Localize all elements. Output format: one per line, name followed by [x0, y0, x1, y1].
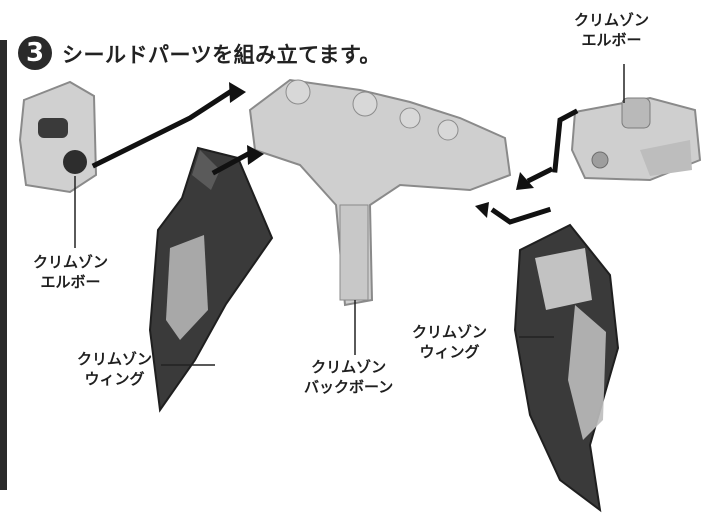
wing-part-left — [148, 146, 274, 413]
label-line-1: クリムゾン — [33, 253, 109, 271]
label-line-1: クリムゾン — [412, 323, 488, 341]
label-backbone: クリムゾン バックボーン — [304, 357, 393, 397]
elbow-part-left — [18, 80, 98, 194]
label-line-2: ウィング — [84, 370, 145, 388]
label-elbow-left: クリムゾン エルボー — [33, 252, 108, 292]
label-line-2: エルボー — [581, 31, 642, 49]
arrow-head — [475, 202, 489, 218]
step-heading: シールドパーツを組み立てます。 — [62, 43, 381, 67]
label-line-1: クリムゾン — [574, 11, 650, 29]
assembly-arrows — [91, 82, 579, 225]
arrow-head — [229, 82, 246, 103]
step-number-badge: 3 — [18, 36, 52, 70]
arrow-head — [516, 172, 534, 190]
wing-part-right — [513, 223, 620, 513]
label-line-2: バックボーン — [304, 378, 394, 396]
label-wing-left: クリムゾン ウィング — [77, 349, 152, 389]
leader-lines — [74, 64, 625, 366]
elbow-part-top-right — [570, 96, 702, 182]
label-line-2: エルボー — [40, 273, 101, 291]
label-elbow-top-right: クリムゾン エルボー — [574, 10, 649, 50]
label-line-2: ウィング — [419, 343, 480, 361]
left-margin-rule — [0, 40, 7, 490]
label-line-1: クリムゾン — [77, 350, 153, 368]
label-wing-right: クリムゾン ウィング — [412, 322, 487, 362]
label-line-1: クリムゾン — [311, 358, 387, 376]
arrow-head — [247, 145, 264, 165]
backbone-part — [248, 78, 512, 307]
